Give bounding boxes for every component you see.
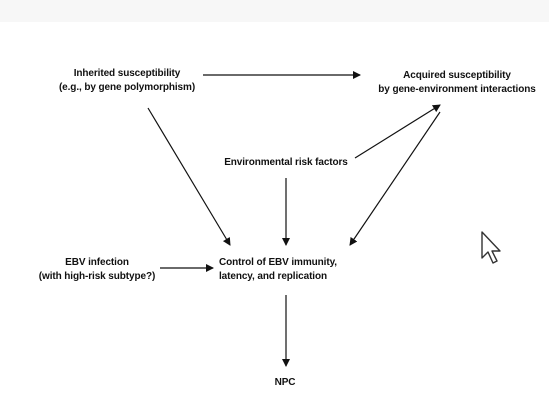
node-acquired-line1: Acquired susceptibility [403, 70, 511, 81]
node-inherited-line1: Inherited susceptibility [73, 68, 181, 79]
arrow-environmental-to-acquired [354, 104, 441, 159]
node-control-ebv: Control of EBV immunity, latency, and re… [219, 256, 369, 284]
node-control-line1: Control of EBV immunity, [219, 257, 337, 268]
arrow-inherited-to-control [147, 107, 231, 246]
arrow-acquired-to-control [349, 111, 441, 246]
node-environmental-line1: Environmental risk factors [224, 157, 348, 168]
top-band [0, 0, 549, 22]
node-inherited-line2: (e.g., by gene polymorphism) [58, 82, 196, 93]
node-ebv-line1: EBV infection [65, 257, 129, 268]
node-environmental-risk-factors: Environmental risk factors [208, 156, 364, 170]
node-npc-label: NPC [274, 377, 296, 388]
node-inherited-susceptibility: Inherited susceptibility (e.g., by gene … [52, 67, 202, 95]
node-ebv-infection: EBV infection (with high-risk subtype?) [22, 256, 172, 284]
node-npc: NPC [270, 376, 300, 390]
mouse-pointer-icon [481, 231, 501, 264]
node-acquired-susceptibility: Acquired susceptibility by gene-environm… [363, 69, 549, 97]
node-ebv-line2: (with high-risk subtype?) [38, 271, 156, 282]
node-control-line2: latency, and replication [219, 271, 328, 282]
node-acquired-line2: by gene-environment interactions [378, 84, 536, 95]
